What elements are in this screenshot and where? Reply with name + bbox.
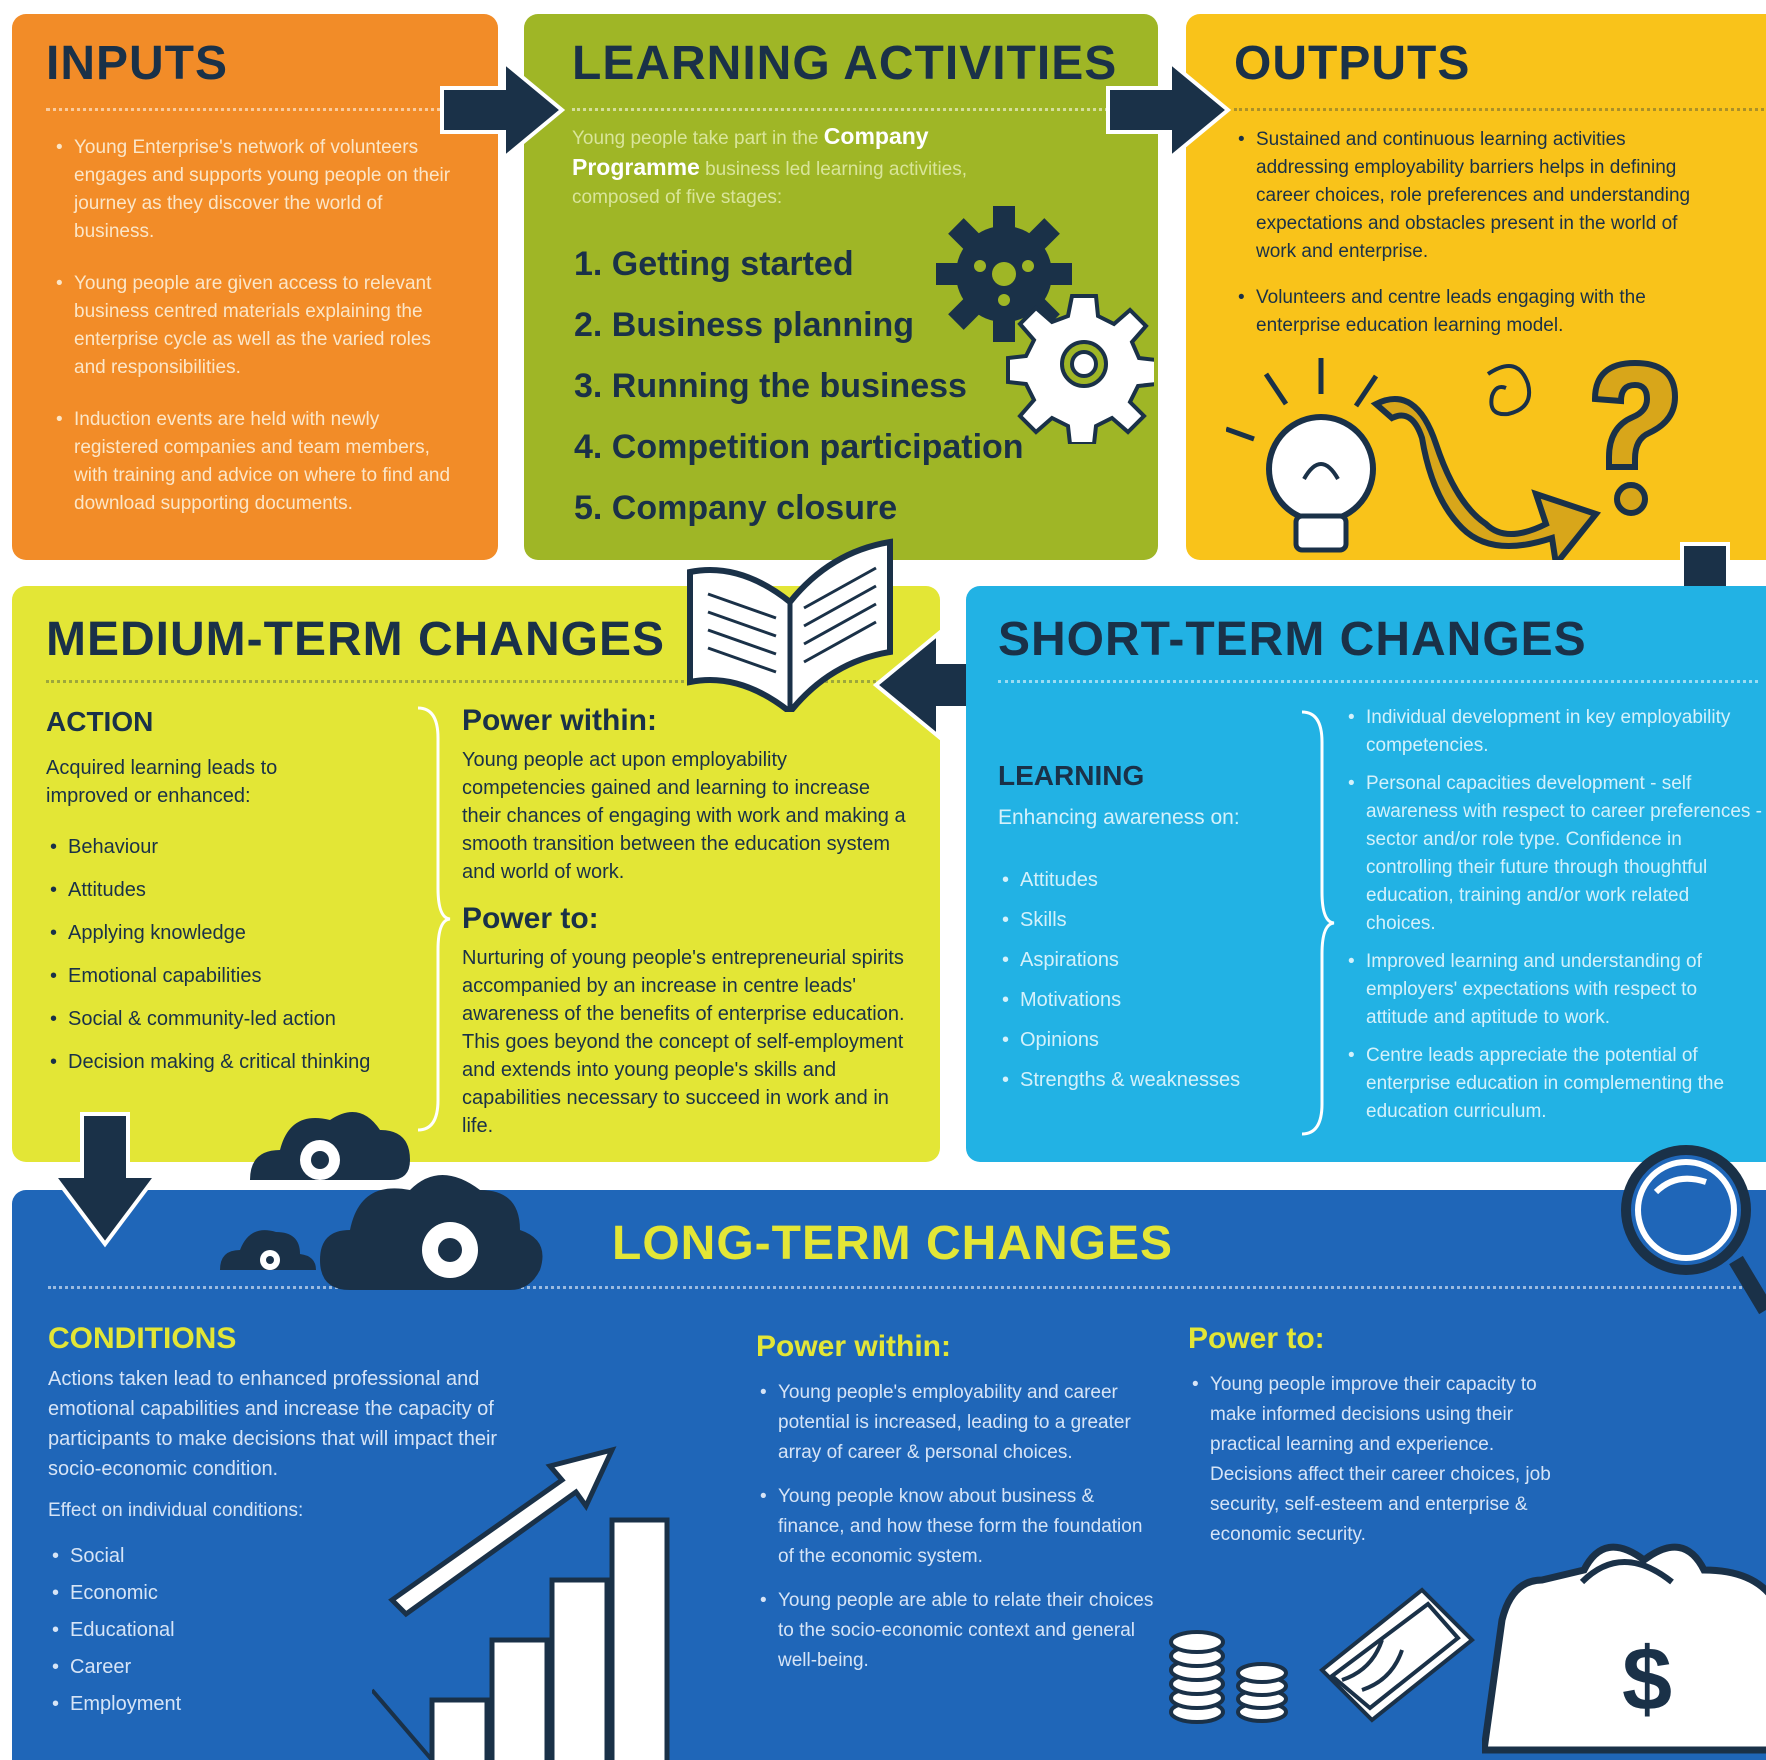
inputs-title: INPUTS: [46, 37, 229, 90]
inputs-panel: INPUTS Young Enterprise's network of vol…: [12, 14, 498, 560]
outputs-item: Volunteers and centre leads engaging wit…: [1234, 284, 1704, 340]
intro-bold: Company Programme: [572, 123, 929, 180]
divider: [998, 680, 1758, 683]
short-term-item: Improved learning and understanding of e…: [1344, 948, 1764, 1032]
effect-item: Educational: [48, 1612, 268, 1649]
long-power-to-item: Young people improve their capacity to m…: [1188, 1370, 1578, 1550]
arrow-down-icon: [50, 1112, 160, 1248]
outputs-panel: OUTPUTS Sustained and continuous learnin…: [1186, 14, 1766, 560]
divider: [46, 108, 466, 111]
medium-term-title: MEDIUM-TERM CHANGES: [46, 613, 665, 666]
action-item: Behaviour: [46, 826, 426, 869]
power-to-heading: Power to:: [462, 902, 599, 935]
action-list: Behaviour Attitudes Applying knowledge E…: [46, 826, 426, 1084]
inputs-item: Young Enterprise's network of volunteers…: [52, 134, 467, 246]
learning-intro: Enhancing awareness on:: [998, 806, 1240, 829]
intro-suffix: business led learning activities, compos…: [572, 159, 968, 208]
money-bag-icon: $: [1482, 1543, 1766, 1754]
open-book-icon: [687, 538, 893, 712]
learning-item: Skills: [998, 900, 1298, 940]
banknotes-icon: [1319, 1587, 1475, 1723]
power-within-text: Young people act upon employability comp…: [462, 749, 906, 883]
gear-icon: [936, 206, 1154, 444]
stages-list: 1. Getting started 2. Business planning …: [574, 234, 1024, 539]
action-item: Decision making & critical thinking: [46, 1041, 426, 1084]
inputs-item: Young people are given access to relevan…: [52, 270, 467, 382]
outputs-list: Sustained and continuous learning activi…: [1234, 126, 1704, 358]
action-item: Applying knowledge: [46, 912, 426, 955]
magnifier-icon: [1621, 1145, 1766, 1315]
learning-item: Strengths & weaknesses: [998, 1060, 1298, 1100]
stage-item: 3. Running the business: [574, 367, 967, 405]
action-item: Attitudes: [46, 869, 426, 912]
stage-item: 5. Company closure: [574, 489, 898, 527]
arrow-right-icon: [1106, 60, 1232, 160]
long-power-to-heading: Power to:: [1188, 1322, 1325, 1355]
action-intro: Acquired learning leads to improved or e…: [46, 757, 278, 807]
divider: [1234, 108, 1764, 111]
outputs-title: OUTPUTS: [1234, 37, 1471, 90]
stage-item: 2. Business planning: [574, 306, 915, 344]
effect-item: Economic: [48, 1575, 268, 1612]
short-term-title: SHORT-TERM CHANGES: [998, 613, 1587, 666]
effect-item: Social: [48, 1538, 268, 1575]
learning-item: Motivations: [998, 980, 1298, 1020]
learning-list: Attitudes Skills Aspirations Motivations…: [998, 860, 1298, 1100]
divider: [46, 680, 906, 683]
question-mark-icon: [1591, 359, 1679, 516]
arrow-right-icon: [440, 60, 566, 160]
long-power-to-list: Young people improve their capacity to m…: [1188, 1370, 1578, 1550]
learning-activities-panel: LEARNING ACTIVITIES Young people take pa…: [524, 14, 1158, 560]
power-to-text: Nurturing of young people's entrepreneur…: [462, 947, 905, 1137]
conditions-text: Actions taken lead to enhanced professio…: [48, 1368, 498, 1480]
cloud-gear-icon: [220, 1112, 543, 1290]
effect-item: Employment: [48, 1686, 268, 1723]
short-term-list: Individual development in key employabil…: [1344, 704, 1764, 1126]
effect-item: Career: [48, 1649, 268, 1686]
dollar-sign: $: [1622, 1630, 1672, 1730]
lightbulb-icon: [1226, 358, 1602, 560]
learning-heading: LEARNING: [998, 760, 1145, 791]
short-term-item: Personal capacities development - self a…: [1344, 770, 1764, 938]
intro-prefix: Young people take part in the: [572, 128, 824, 149]
brace: [417, 706, 451, 1132]
short-term-item: Centre leads appreciate the potential of…: [1344, 1042, 1764, 1126]
long-power-within-item: Young people are able to relate their ch…: [756, 1586, 1156, 1676]
short-term-panel: SHORT-TERM CHANGES LEARNING Enhancing aw…: [966, 586, 1766, 1162]
stage-item: 4. Competition participation: [574, 428, 1024, 466]
effect-label: Effect on individual conditions:: [48, 1500, 304, 1521]
long-power-within-heading: Power within:: [756, 1330, 951, 1363]
divider: [48, 1286, 1748, 1289]
long-power-within-item: Young people's employability and career …: [756, 1378, 1156, 1468]
bar-chart-icon: [372, 1446, 670, 1760]
short-term-item: Individual development in key employabil…: [1344, 704, 1764, 760]
effect-list: Social Economic Educational Career Emplo…: [48, 1538, 268, 1723]
power-within-heading: Power within:: [462, 704, 657, 737]
long-power-within-item: Young people know about business & finan…: [756, 1482, 1156, 1572]
learning-item: Attitudes: [998, 860, 1298, 900]
inputs-item: Induction events are held with newly reg…: [52, 406, 467, 518]
learning-item: Aspirations: [998, 940, 1298, 980]
action-item: Social & community-led action: [46, 998, 426, 1041]
inputs-list: Young Enterprise's network of volunteers…: [52, 134, 467, 542]
learning-intro: Young people take part in the Company Pr…: [572, 122, 1042, 212]
long-power-within-list: Young people's employability and career …: [756, 1378, 1156, 1676]
long-term-panel: LONG-TERM CHANGES CONDITIONS Actions tak…: [12, 1190, 1766, 1760]
learning-item: Opinions: [998, 1020, 1298, 1060]
brace: [1301, 710, 1335, 1136]
action-heading: ACTION: [46, 706, 154, 737]
learning-activities-title: LEARNING ACTIVITIES: [572, 37, 1118, 90]
conditions-heading: CONDITIONS: [48, 1322, 237, 1355]
stage-item: 1. Getting started: [574, 245, 854, 283]
coins-icon: [1169, 1630, 1288, 1724]
long-term-title: LONG-TERM CHANGES: [612, 1217, 1173, 1270]
outputs-item: Sustained and continuous learning activi…: [1234, 126, 1704, 266]
action-item: Emotional capabilities: [46, 955, 426, 998]
divider: [572, 108, 1132, 111]
